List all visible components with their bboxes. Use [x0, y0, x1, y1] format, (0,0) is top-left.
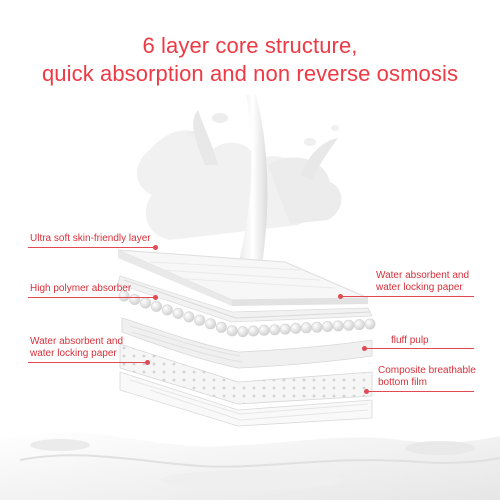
absorbent-bead — [205, 318, 217, 330]
headline-line-2: quick absorption and non reverse osmosis — [41, 61, 459, 86]
absorbent-bead — [311, 321, 323, 333]
label-film-line-1: Composite breathable — [378, 365, 476, 376]
absorbent-bead — [279, 323, 291, 335]
pointer-paper-right — [338, 294, 474, 299]
layer-top-sheet — [117, 249, 369, 306]
absorbent-bead — [237, 326, 249, 338]
pointer-polymer-absorber — [28, 295, 158, 300]
pointer-film — [364, 389, 474, 394]
absorbent-bead — [322, 320, 334, 332]
absorbent-bead — [129, 293, 141, 305]
label-paper-left-line-1: Water absorbent and — [30, 336, 124, 347]
milk-puddle — [0, 431, 500, 500]
label-film-line-2: bottom film — [378, 377, 427, 388]
layer-beads — [118, 290, 376, 338]
absorbent-bead — [194, 314, 206, 326]
absorbent-bead — [183, 311, 195, 323]
milk-stream — [238, 95, 268, 265]
label-paper-left-line-2: water locking paper — [30, 348, 117, 359]
layer-polymer — [117, 275, 373, 323]
milk-splash — [137, 110, 342, 240]
layer-perforated — [119, 343, 373, 405]
label-polymer-absorber: High polymer absorber — [30, 283, 132, 294]
layer-fluff — [121, 317, 373, 369]
absorbent-bead — [172, 307, 184, 319]
absorbent-bead — [248, 325, 260, 337]
absorbent-bead — [151, 300, 163, 312]
absorbent-bead — [140, 297, 152, 309]
absorbent-bead — [269, 324, 281, 336]
absorbent-bead — [215, 321, 227, 333]
label-paper-right-line-2: water locking paper — [376, 282, 463, 293]
label-fluff-pulp: fluff pulp — [391, 335, 429, 346]
absorbent-bead — [343, 319, 355, 331]
label-paper-right-line-1: Water absorbent and — [376, 270, 470, 281]
pointer-paper-left — [28, 360, 150, 365]
pointer-ultra-soft-layer — [28, 245, 158, 250]
headline-line-1: 6 layer core structure, — [142, 33, 358, 58]
absorbent-bead — [300, 322, 312, 334]
absorbent-bead — [332, 320, 344, 332]
absorbent-bead — [161, 304, 173, 316]
absorbent-bead — [353, 319, 365, 331]
pointer-fluff-pulp — [362, 346, 474, 351]
absorbent-bead — [364, 318, 376, 330]
absorbent-bead — [290, 322, 302, 334]
absorbent-bead — [118, 290, 130, 302]
absorbent-bead — [226, 325, 238, 337]
absorbent-bead — [258, 324, 270, 336]
layer-bottom-film — [119, 371, 373, 427]
label-ultra-soft-layer: Ultra soft skin-friendly layer — [30, 233, 151, 244]
